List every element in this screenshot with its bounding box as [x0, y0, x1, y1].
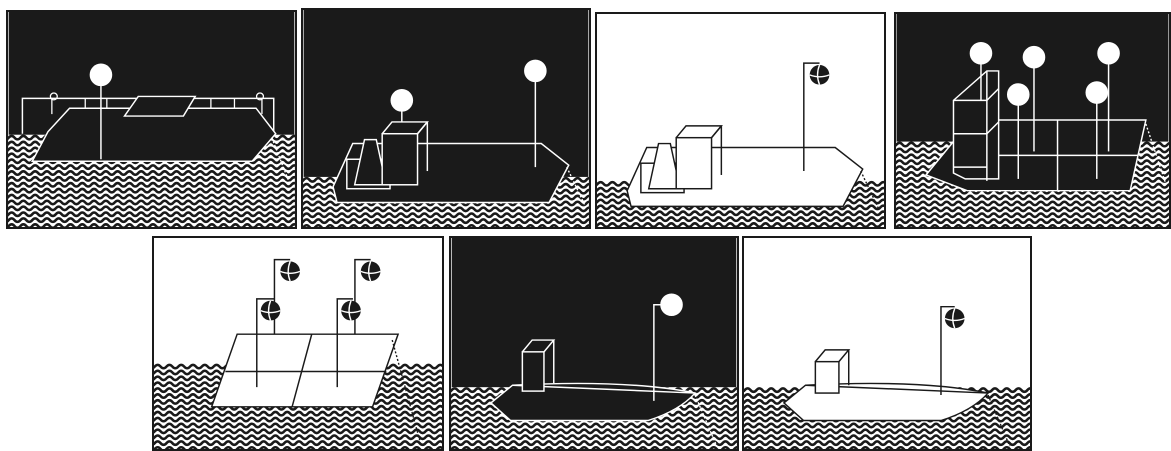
light-icon	[1007, 84, 1029, 106]
light-icon	[1023, 46, 1045, 68]
wheelhouse	[522, 352, 544, 391]
light-icon	[90, 64, 112, 86]
ball-shape-icon	[810, 65, 830, 85]
light-icon	[1098, 42, 1120, 64]
light-icon	[661, 294, 683, 316]
wheelhouse	[382, 134, 417, 185]
panel-work-barge-day	[595, 12, 886, 229]
light-icon	[970, 42, 992, 64]
light-icon	[1086, 82, 1108, 104]
wheelhouse	[815, 362, 839, 393]
ball-shape-icon	[361, 262, 381, 282]
ball-shape-icon	[261, 301, 281, 321]
light-icon	[525, 60, 547, 82]
ball-shape-icon	[341, 301, 361, 321]
ball-shape-icon	[945, 309, 965, 329]
panel-barge-crane-night	[6, 10, 297, 229]
panel-boat-day	[742, 236, 1032, 451]
panel-boat-night	[449, 236, 739, 451]
vessel-hull	[212, 334, 398, 407]
light-icon	[391, 90, 413, 112]
wheelhouse	[676, 138, 711, 189]
ball-shape-icon	[280, 262, 300, 282]
panel-barge-quad-day	[152, 236, 444, 451]
panel-work-barge-night	[301, 8, 591, 229]
panel-barge-stack-night	[894, 12, 1171, 229]
